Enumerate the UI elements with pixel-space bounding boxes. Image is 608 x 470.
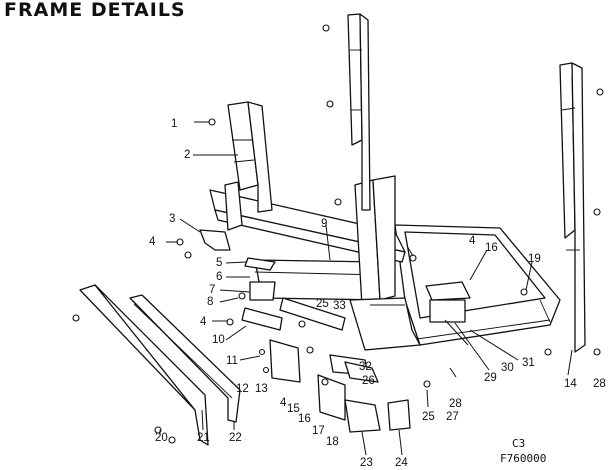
callout-2: 2 bbox=[184, 149, 190, 161]
callout-16b: 16 bbox=[485, 242, 498, 254]
callout-21: 21 bbox=[197, 432, 210, 444]
left-side-rail bbox=[79, 284, 209, 446]
callout-33: 33 bbox=[333, 300, 346, 312]
callout-labels: 1 2 3 4 5 6 7 8 4 10 11 12 13 4 15 16 17… bbox=[149, 118, 606, 469]
callout-14: 14 bbox=[564, 378, 577, 390]
callout-5: 5 bbox=[216, 257, 222, 269]
callout-20: 20 bbox=[155, 432, 168, 444]
callout-8: 8 bbox=[207, 296, 213, 308]
callout-25b: 25 bbox=[422, 411, 435, 423]
callout-4b: 4 bbox=[200, 316, 207, 328]
callout-29: 29 bbox=[484, 372, 497, 384]
left-upright-panel bbox=[227, 101, 273, 213]
callout-30: 30 bbox=[501, 362, 514, 374]
center-upright-post bbox=[347, 13, 371, 211]
diagram-code-c3: C3 bbox=[512, 437, 525, 450]
bracket-parts bbox=[199, 229, 471, 433]
callout-23: 23 bbox=[360, 457, 373, 469]
callout-10: 10 bbox=[212, 334, 225, 346]
callout-4c: 4 bbox=[280, 397, 287, 409]
callout-27: 27 bbox=[446, 411, 459, 423]
callout-31: 31 bbox=[522, 357, 535, 369]
callout-7: 7 bbox=[209, 284, 215, 296]
callout-18: 18 bbox=[326, 436, 339, 448]
callout-32: 32 bbox=[359, 361, 372, 373]
callout-4a: 4 bbox=[149, 236, 156, 248]
leader-lines bbox=[159, 154, 573, 456]
callout-25a: 25 bbox=[316, 298, 329, 310]
callout-11: 11 bbox=[226, 355, 238, 367]
callout-26: 26 bbox=[362, 375, 375, 387]
callout-19: 19 bbox=[528, 253, 541, 265]
callout-9: 9 bbox=[321, 218, 327, 230]
front-side-rail bbox=[129, 294, 241, 423]
callout-1: 1 bbox=[171, 118, 177, 130]
callout-12: 12 bbox=[236, 383, 249, 395]
callout-28b: 28 bbox=[449, 398, 462, 410]
diagram-title: FRAME DETAILS bbox=[4, 0, 186, 21]
callout-13: 13 bbox=[255, 383, 268, 395]
fasteners bbox=[72, 24, 604, 444]
callout-22: 22 bbox=[229, 432, 242, 444]
right-upright-post bbox=[559, 62, 586, 353]
callout-24: 24 bbox=[395, 457, 408, 469]
callout-15: 15 bbox=[287, 403, 300, 415]
callout-28a: 28 bbox=[593, 378, 606, 390]
callout-4d: 4 bbox=[469, 235, 476, 247]
callout-3: 3 bbox=[169, 213, 175, 225]
callout-16a: 16 bbox=[298, 413, 311, 425]
callout-17: 17 bbox=[312, 425, 325, 437]
callout-6: 6 bbox=[216, 271, 222, 283]
diagram-code-f760000: F760000 bbox=[500, 452, 546, 465]
